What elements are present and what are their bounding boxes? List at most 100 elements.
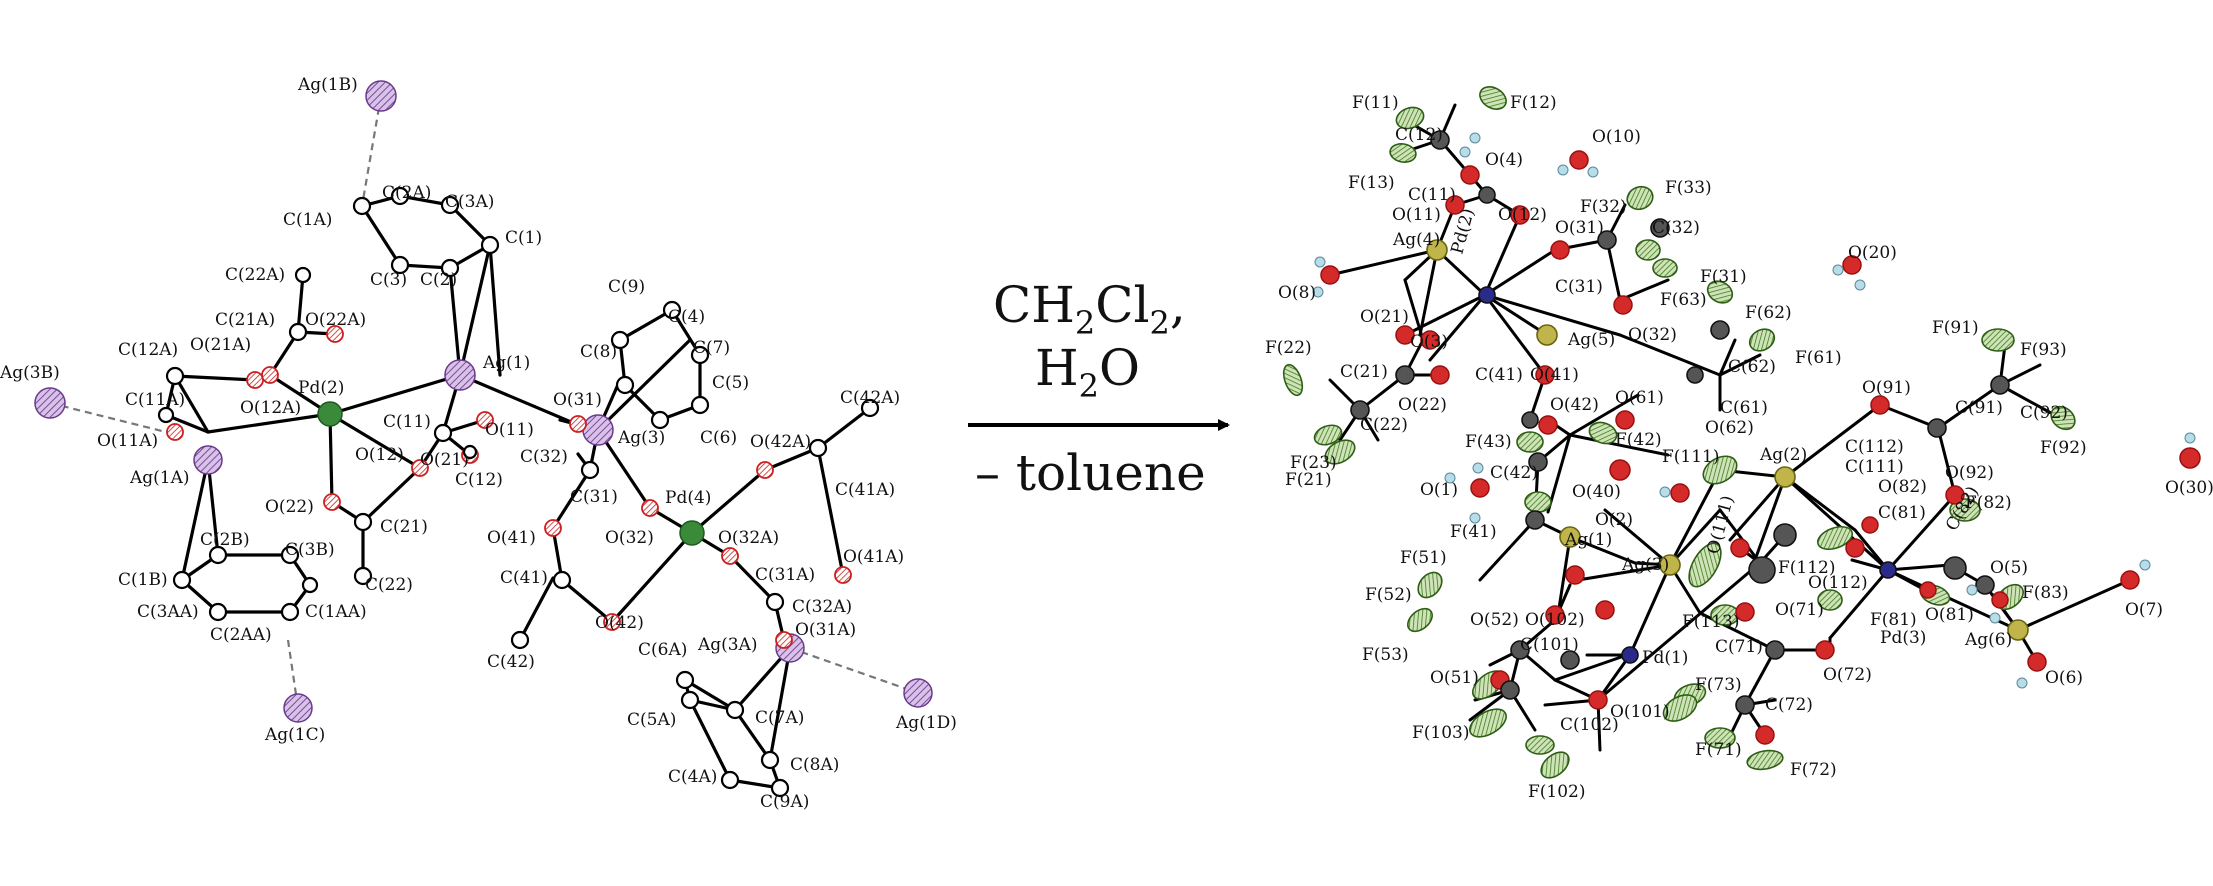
byproduct-toluene: – toluene [975,444,1206,502]
atom-label: O(12) [355,445,404,465]
atom-label: O(72) [1823,665,1872,685]
atom-label: C(12) [455,470,503,490]
atom-label: F(52) [1365,585,1412,605]
atom-label: Ag(1D) [895,713,957,733]
atom-label: F(63) [1660,290,1707,310]
atom-label: O(41A) [843,547,904,567]
atom-label: O(2) [1595,510,1633,530]
atom-label: Ag(6) [1964,630,2012,650]
atom-label: C(3AA) [137,602,199,622]
atom-label: O(31) [1555,218,1604,238]
atom-label: F(51) [1400,548,1447,568]
atom-label: O(4) [1485,150,1523,170]
atom-label: Ag(3B) [0,363,60,383]
atom-label: F(112) [1778,558,1836,578]
atom-label: C(2A) [382,183,431,203]
atom-label: F(41) [1450,522,1497,542]
atom-label: C(62) [1728,357,1776,377]
atom-label: C(3) [370,270,407,290]
atom-label: Pd(2) [298,378,344,398]
atom-label: O(32A) [718,528,779,548]
atom-label: Ag(5) [1567,330,1615,350]
atom-label: Ag(1) [482,353,530,373]
atom-label: C(102) [1560,715,1619,735]
atom-label: O(3) [1410,332,1448,352]
atom-label: O(1) [1420,480,1458,500]
left-dashed-contacts [49,95,919,709]
atom-label: C(91) [1955,398,2003,418]
atom-label: C(6A) [638,640,687,660]
atom-label: C(61) [1720,398,1768,418]
atom-label: O(32) [605,528,654,548]
atom-label: F(93) [2020,340,2067,360]
atom-label: C(41) [1475,365,1523,385]
right-bonds [1328,103,2132,752]
atom-label: C(8A) [790,755,839,775]
atom-label: F(83) [2022,583,2069,603]
hydrogen-atoms [1312,132,2196,689]
atom-label: Ag(1C) [264,725,325,745]
atom-label: C(21A) [215,310,275,330]
atom-label: C(3B) [285,540,335,560]
atom-label: Pd(1) [1642,648,1688,668]
left-atom-labels: Ag(1B) C(2A) C(3A) C(1A) C(1) C(3) C(2) … [0,75,957,812]
atom-label: O(91) [1862,378,1911,398]
atom-label: Ag(3) [1621,555,1669,575]
atom-label: O(62) [1705,418,1754,438]
atom-label: F(21) [1285,470,1332,490]
atom-label: O(31A) [795,620,856,640]
atom-label: F(82) [1965,493,2012,513]
atom-label: F(22) [1265,338,1312,358]
atom-label: F(31) [1700,267,1747,287]
atom-label: Ag(1A) [129,468,190,488]
atom-label: O(8) [1278,283,1316,303]
atom-label: O(12) [1498,205,1547,225]
atom-label: O(5) [1990,558,2028,578]
atom-label: C(11A) [125,390,185,410]
atom-label: C(9) [608,277,645,297]
atom-label: O(112) [1808,573,1868,593]
atom-label: C(31) [570,487,618,507]
atom-label: C(8) [580,342,617,362]
atom-label: O(42) [595,613,644,633]
atom-label: F(32) [1580,197,1627,217]
atom-label: C(41) [500,568,548,588]
atom-label: O(41) [1530,365,1579,385]
atom-label: C(72) [1765,695,1813,715]
atom-label: C(1AA) [305,602,367,622]
atom-label: O(21) [420,450,469,470]
oxygen-atoms [1320,150,2201,745]
atom-label: O(41) [487,528,536,548]
atom-label: Ag(3) [617,428,665,448]
atom-label: C(21) [1340,362,1388,382]
atom-label: Pd(3) [1880,628,1926,648]
atom-label: Ag(2) [1759,445,1807,465]
atom-label: C(31A) [755,565,815,585]
atom-label: O(11) [485,420,534,440]
atom-label: F(61) [1795,348,1842,368]
atom-label: F(12) [1510,93,1557,113]
atom-label: C(5) [712,373,749,393]
atom-label: F(11) [1352,93,1399,113]
atom-label: C(42) [487,652,535,672]
atom-label: C(71) [1715,637,1763,657]
atom-label: F(23) [1290,453,1337,473]
atom-label: C(101) [1520,635,1579,655]
atom-label: O(21) [1360,307,1409,327]
atom-label: F(103) [1412,723,1470,743]
atom-label: C(2B) [200,530,250,550]
atom-label: F(71) [1695,740,1742,760]
atom-label: C(22) [365,575,413,595]
atom-label: O(42A) [750,432,811,452]
reagent-dichloromethane: CH2Cl2, [993,276,1186,342]
atom-label: O(102) [1525,610,1585,630]
atom-label: C(11) [383,412,431,432]
atom-label: F(73) [1695,675,1742,695]
atom-label: O(61) [1615,388,1664,408]
carbon-atoms [1350,130,2010,715]
atom-label: O(12A) [240,398,301,418]
atom-label: O(22) [265,497,314,517]
atom-label: O(42) [1550,395,1599,415]
atom-label: O(30) [2165,478,2213,498]
atom-label: C(42) [1490,463,1538,483]
